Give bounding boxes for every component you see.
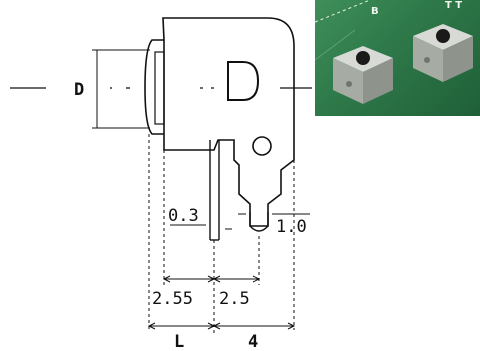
switch-body-outline [162,17,295,227]
dim-row-l-4 [147,322,296,330]
photo-board-text-right: T T [445,0,463,11]
photo-board-text-left: B [371,6,379,17]
switch-right [413,24,473,82]
actuator-outline [144,39,164,135]
dim-03-leader [170,224,232,230]
label-dim-03: 0.3 [168,206,199,226]
terminal-tip [249,212,269,232]
label-dim-4: 4 [248,332,258,351]
dim-row-255-25 [162,275,261,283]
label-dim-255: 2.55 [152,289,193,309]
product-photo: B T T [315,0,480,116]
actuator-inner [154,51,165,125]
dim-d-vertical [92,49,150,129]
switch-left [333,46,393,104]
label-d-left: D [74,80,84,100]
label-dim-10: 1.0 [276,217,307,237]
label-d-body: D [229,78,239,98]
label-dim-25: 2.5 [219,289,250,309]
extension-lines [148,134,295,335]
d-shape-outline [227,61,260,101]
label-dim-l: L [174,332,184,351]
photo-scene [315,0,473,104]
mounting-hole [252,136,272,156]
